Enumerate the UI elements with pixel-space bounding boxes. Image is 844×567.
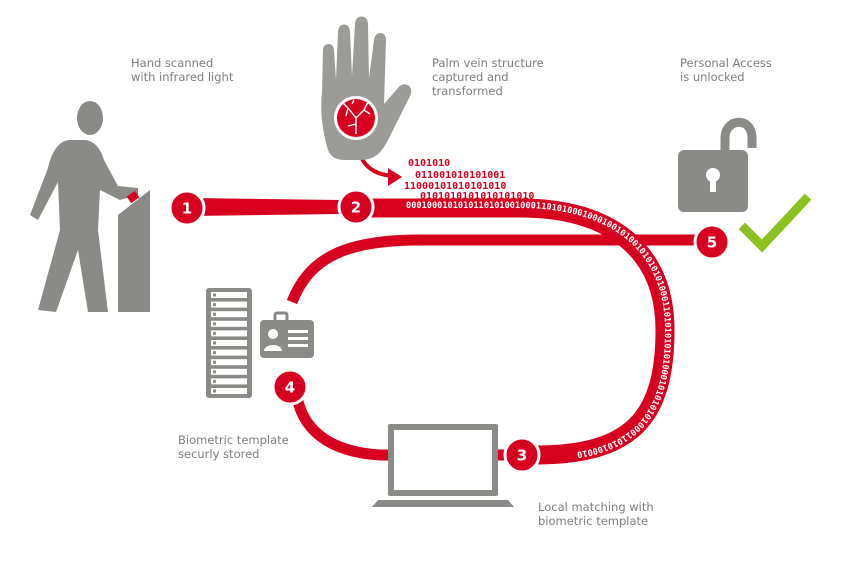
step-badge-1: 1 (168, 189, 206, 227)
caption-palm-vein-line-1: Palm vein structure (432, 56, 544, 70)
server-slot (211, 349, 247, 356)
step-badges: 1 2 3 4 5 (168, 188, 731, 474)
step-badge-5: 5 (693, 223, 731, 261)
step-badge-2: 2 (337, 188, 375, 226)
caption-hand-scanned: Hand scanned with infrared light (131, 56, 233, 84)
server-slot (211, 320, 247, 327)
binary-line-4: 0101010101010101010 (420, 191, 534, 202)
step-number-4: 4 (285, 379, 295, 397)
server-slot-led (213, 370, 216, 374)
server-slot-led (213, 360, 216, 364)
caption-personal-access-line-1: Personal Access (680, 56, 772, 70)
caption-palm-vein-line-3: transformed (432, 84, 503, 98)
server-slot-led (213, 312, 216, 316)
step-number-1: 1 (182, 200, 192, 218)
caption-personal-access: Personal Access is unlocked (680, 56, 772, 84)
flow-band-1-2 (190, 198, 340, 216)
server-slot-led (213, 303, 216, 307)
server-slot (211, 330, 247, 337)
flow-paths (190, 139, 700, 465)
laptop-icon (372, 424, 514, 507)
step-number-5: 5 (707, 234, 717, 252)
caption-palm-vein-line-2: captured and (432, 70, 509, 84)
binary-line-1: 0101010 (408, 158, 450, 169)
server-slot-led (213, 351, 216, 355)
server-slot (211, 359, 247, 366)
arrowhead (388, 168, 402, 186)
caption-local-matching-line-2: biometric template (538, 514, 649, 528)
caption-local-matching-line-1: Local matching with (538, 500, 654, 514)
caption-hand-scanned-line-2: with infrared light (131, 70, 234, 84)
flow-arc-4-5 (286, 234, 700, 305)
flow-arc-2-3 (368, 198, 675, 465)
server-slot-led (213, 331, 216, 335)
caption-hand-scanned-line-1: Hand scanned (131, 56, 214, 70)
server-slot-led (213, 293, 216, 297)
server-slot (211, 378, 247, 385)
caption-biometric-template-line-1: Biometric template (178, 433, 289, 447)
step-number-2: 2 (351, 199, 361, 217)
caption-palm-vein: Palm vein structure captured and transfo… (432, 56, 544, 98)
hand-icon (321, 16, 412, 160)
server-rack-icon (206, 288, 252, 398)
vein-pattern (341, 99, 371, 134)
caption-personal-access-line-2: is unlocked (680, 70, 745, 84)
step-badge-4: 4 (271, 368, 309, 406)
caption-biometric-template: Biometric template securly stored (178, 433, 289, 461)
server-slot (211, 368, 247, 375)
caption-biometric-template-line-2: securly stored (178, 447, 260, 461)
flow-arc-3-4 (290, 389, 505, 461)
step-badge-3: 3 (503, 436, 541, 474)
binary-line-2: 011001010101001 (415, 170, 505, 181)
server-slot (211, 292, 247, 298)
server-slot (211, 301, 247, 308)
padlock-open-icon (678, 117, 757, 212)
person-icon (30, 101, 138, 312)
server-slot-led (213, 341, 216, 345)
server-slot-led (213, 322, 216, 326)
server-slot (211, 388, 247, 394)
server-slot-led (213, 379, 216, 383)
binary-line-3: 11000101010101010 (404, 181, 506, 192)
step-number-3: 3 (517, 447, 527, 465)
scanner-kiosk-icon (118, 190, 150, 312)
server-slot (211, 311, 247, 318)
id-card-icon (260, 311, 314, 358)
checkmark-icon (738, 193, 812, 253)
server-slot (211, 340, 247, 346)
binary-block: 0101010 011001010101001 1100010101010101… (404, 158, 534, 202)
caption-local-matching: Local matching with biometric template (538, 500, 654, 528)
server-slot-led (213, 389, 216, 393)
